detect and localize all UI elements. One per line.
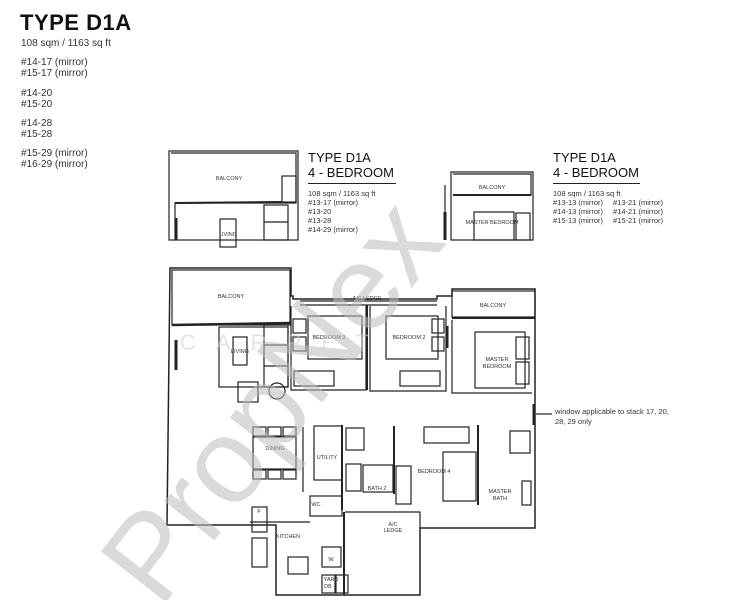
plan-type-title: TYPE D1A [20, 10, 132, 35]
plan-area: 108 sqm / 1163 sq ft [21, 38, 111, 49]
washer-label: W [328, 557, 334, 563]
unit-group-2: #14-20 #15-20 [21, 88, 52, 110]
inset-right-plan [443, 171, 534, 241]
room-label-balcony-left: BALCONY [218, 294, 245, 300]
fridge-label: F [257, 509, 261, 515]
unit-label: #15-13 (mirror) [553, 216, 604, 225]
unit-label: #13-13 (mirror) [553, 198, 604, 207]
room-label-kitchen: KITCHEN [276, 534, 300, 540]
unit-group-1: #14-17 (mirror) #15-17 (mirror) [21, 57, 88, 79]
unit-label: #14-21 (mirror) [613, 207, 664, 216]
unit-label: #15-17 (mirror) [21, 68, 88, 79]
window-note: window applicable to stack 17, 20, 28, 2… [555, 407, 669, 426]
unit-label: #14-20 [21, 88, 53, 99]
inset-subtitle: 4 - BEDROOM [553, 165, 639, 180]
unit-label: #13-28 [308, 216, 332, 225]
room-label-master-bath: MASTER [489, 489, 512, 495]
room-label-balcony-right: BALCONY [480, 303, 507, 309]
room-label-ac-ledge: A/C [388, 522, 397, 528]
unit-label: #14-29 (mirror) [308, 225, 359, 234]
inset-area: 108 sqm / 1163 sq ft [308, 189, 376, 198]
room-label-master-bedroom: MASTER [486, 357, 509, 363]
room-label-ac-ledge-top: A/C LEDGE [352, 296, 382, 302]
inset-right-legend: TYPE D1A 4 - BEDROOM 108 sqm / 1163 sq f… [553, 150, 673, 225]
watermark-subtext: CARPET [180, 330, 389, 355]
unit-label: #15-20 [21, 99, 53, 110]
unit-label: #14-13 (mirror) [553, 207, 604, 216]
room-label-master-bedroom: MASTER BEDROOM [466, 220, 519, 226]
divider [553, 183, 640, 184]
room-label-bedroom-2: BEDROOM 2 [392, 335, 425, 341]
unit-group-3: #14-28 #15-28 [21, 118, 52, 140]
inset-area: 108 sqm / 1163 sq ft [553, 189, 621, 198]
room-label-master-bath: BATH [493, 496, 507, 502]
unit-label: #13-20 [308, 207, 332, 216]
room-label-yard: YARD [324, 577, 339, 583]
unit-label: #15-21 (mirror) [613, 216, 664, 225]
unit-label: #15-28 [21, 129, 53, 140]
db-label: DB [324, 584, 332, 590]
unit-label: #14-28 [21, 118, 53, 129]
divider [308, 183, 396, 184]
unit-group-4: #15-29 (mirror) #16-29 (mirror) [21, 148, 88, 170]
inset-title: TYPE D1A [308, 150, 371, 165]
unit-label: #16-29 (mirror) [21, 159, 88, 170]
unit-label: #13-21 (mirror) [613, 198, 664, 207]
watermark: CARPET PropNex [75, 176, 468, 600]
room-label-utility: UTILITY [317, 455, 338, 461]
inset-left-plan [168, 150, 299, 248]
watermark-text: PropNex [75, 176, 468, 600]
room-label-wc: WC [311, 502, 320, 508]
room-label-ac-ledge: LEDGE [384, 528, 403, 534]
unit-label: #15-29 (mirror) [21, 148, 88, 159]
room-label-living: LIVING [231, 349, 249, 355]
room-label-balcony: BALCONY [216, 176, 243, 182]
room-label-bedroom-3: BEDROOM 3 [312, 335, 345, 341]
inset-title: TYPE D1A [553, 150, 616, 165]
unit-label: #13-17 (mirror) [308, 198, 359, 207]
room-label-bedroom-4: BEDROOM 4 [417, 469, 450, 475]
unit-label: #14-17 (mirror) [21, 57, 88, 68]
inset-subtitle: 4 - BEDROOM [308, 165, 394, 180]
room-label-living: LIVING [219, 232, 237, 238]
room-label-master-bedroom: BEDROOM [483, 364, 512, 370]
room-label-balcony: BALCONY [479, 185, 506, 191]
main-plan [166, 267, 552, 596]
inset-left-legend: TYPE D1A 4 - BEDROOM 108 sqm / 1163 sq f… [308, 150, 398, 234]
room-label-dining: DINING [265, 446, 284, 452]
room-label-bath-2: BATH 2 [368, 486, 387, 492]
